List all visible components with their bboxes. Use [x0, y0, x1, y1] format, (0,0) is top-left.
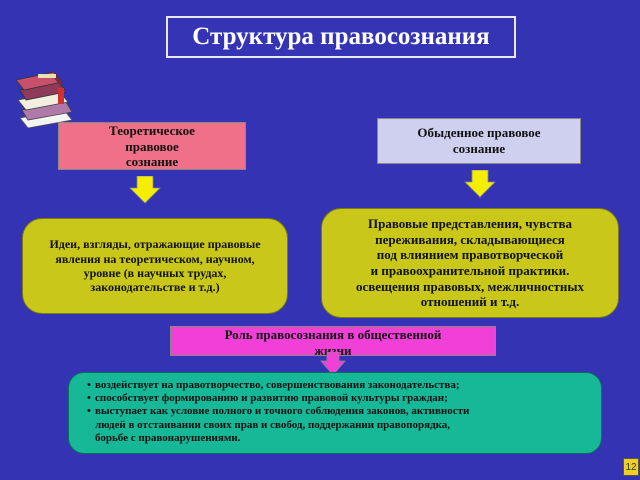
down-arrow-icon — [320, 352, 346, 376]
role-header-text: Роль правосознания в общественной жизни — [224, 327, 442, 356]
list-item: способствует формированию и развитию пра… — [87, 392, 469, 405]
slide-title: Структура правосознания — [166, 16, 516, 58]
list-item: выступает как условие полного и точного … — [87, 405, 469, 445]
theoretical-consciousness-label: Теоретическое правовое сознание — [109, 123, 195, 170]
page-number-badge: 12 — [623, 458, 639, 476]
page-number: 12 — [625, 461, 637, 473]
role-header-box: Роль правосознания в общественной жизни — [170, 326, 496, 356]
theoretical-consciousness-box: Теоретическое правовое сознание — [58, 122, 246, 170]
theoretical-detail-text: Идеи, взгляды, отражающие правовые явлен… — [49, 237, 261, 295]
role-list: воздействует на правотворчество, соверше… — [87, 379, 469, 445]
slide-title-text: Структура правосознания — [192, 23, 490, 50]
down-arrow-icon — [129, 176, 161, 204]
down-arrow-icon — [464, 170, 496, 198]
books-icon — [15, 71, 73, 129]
list-item: воздействует на правотворчество, соверше… — [87, 379, 469, 392]
role-list-box: воздействует на правотворчество, соверше… — [68, 372, 602, 454]
theoretical-detail-box: Идеи, взгляды, отражающие правовые явлен… — [22, 218, 288, 314]
everyday-detail-box: Правовые представления, чувства пережива… — [321, 208, 619, 318]
everyday-detail-text: Правовые представления, чувства пережива… — [355, 216, 585, 310]
everyday-consciousness-label: Обыденное правовое сознание — [417, 125, 541, 156]
everyday-consciousness-box: Обыденное правовое сознание — [377, 118, 581, 164]
